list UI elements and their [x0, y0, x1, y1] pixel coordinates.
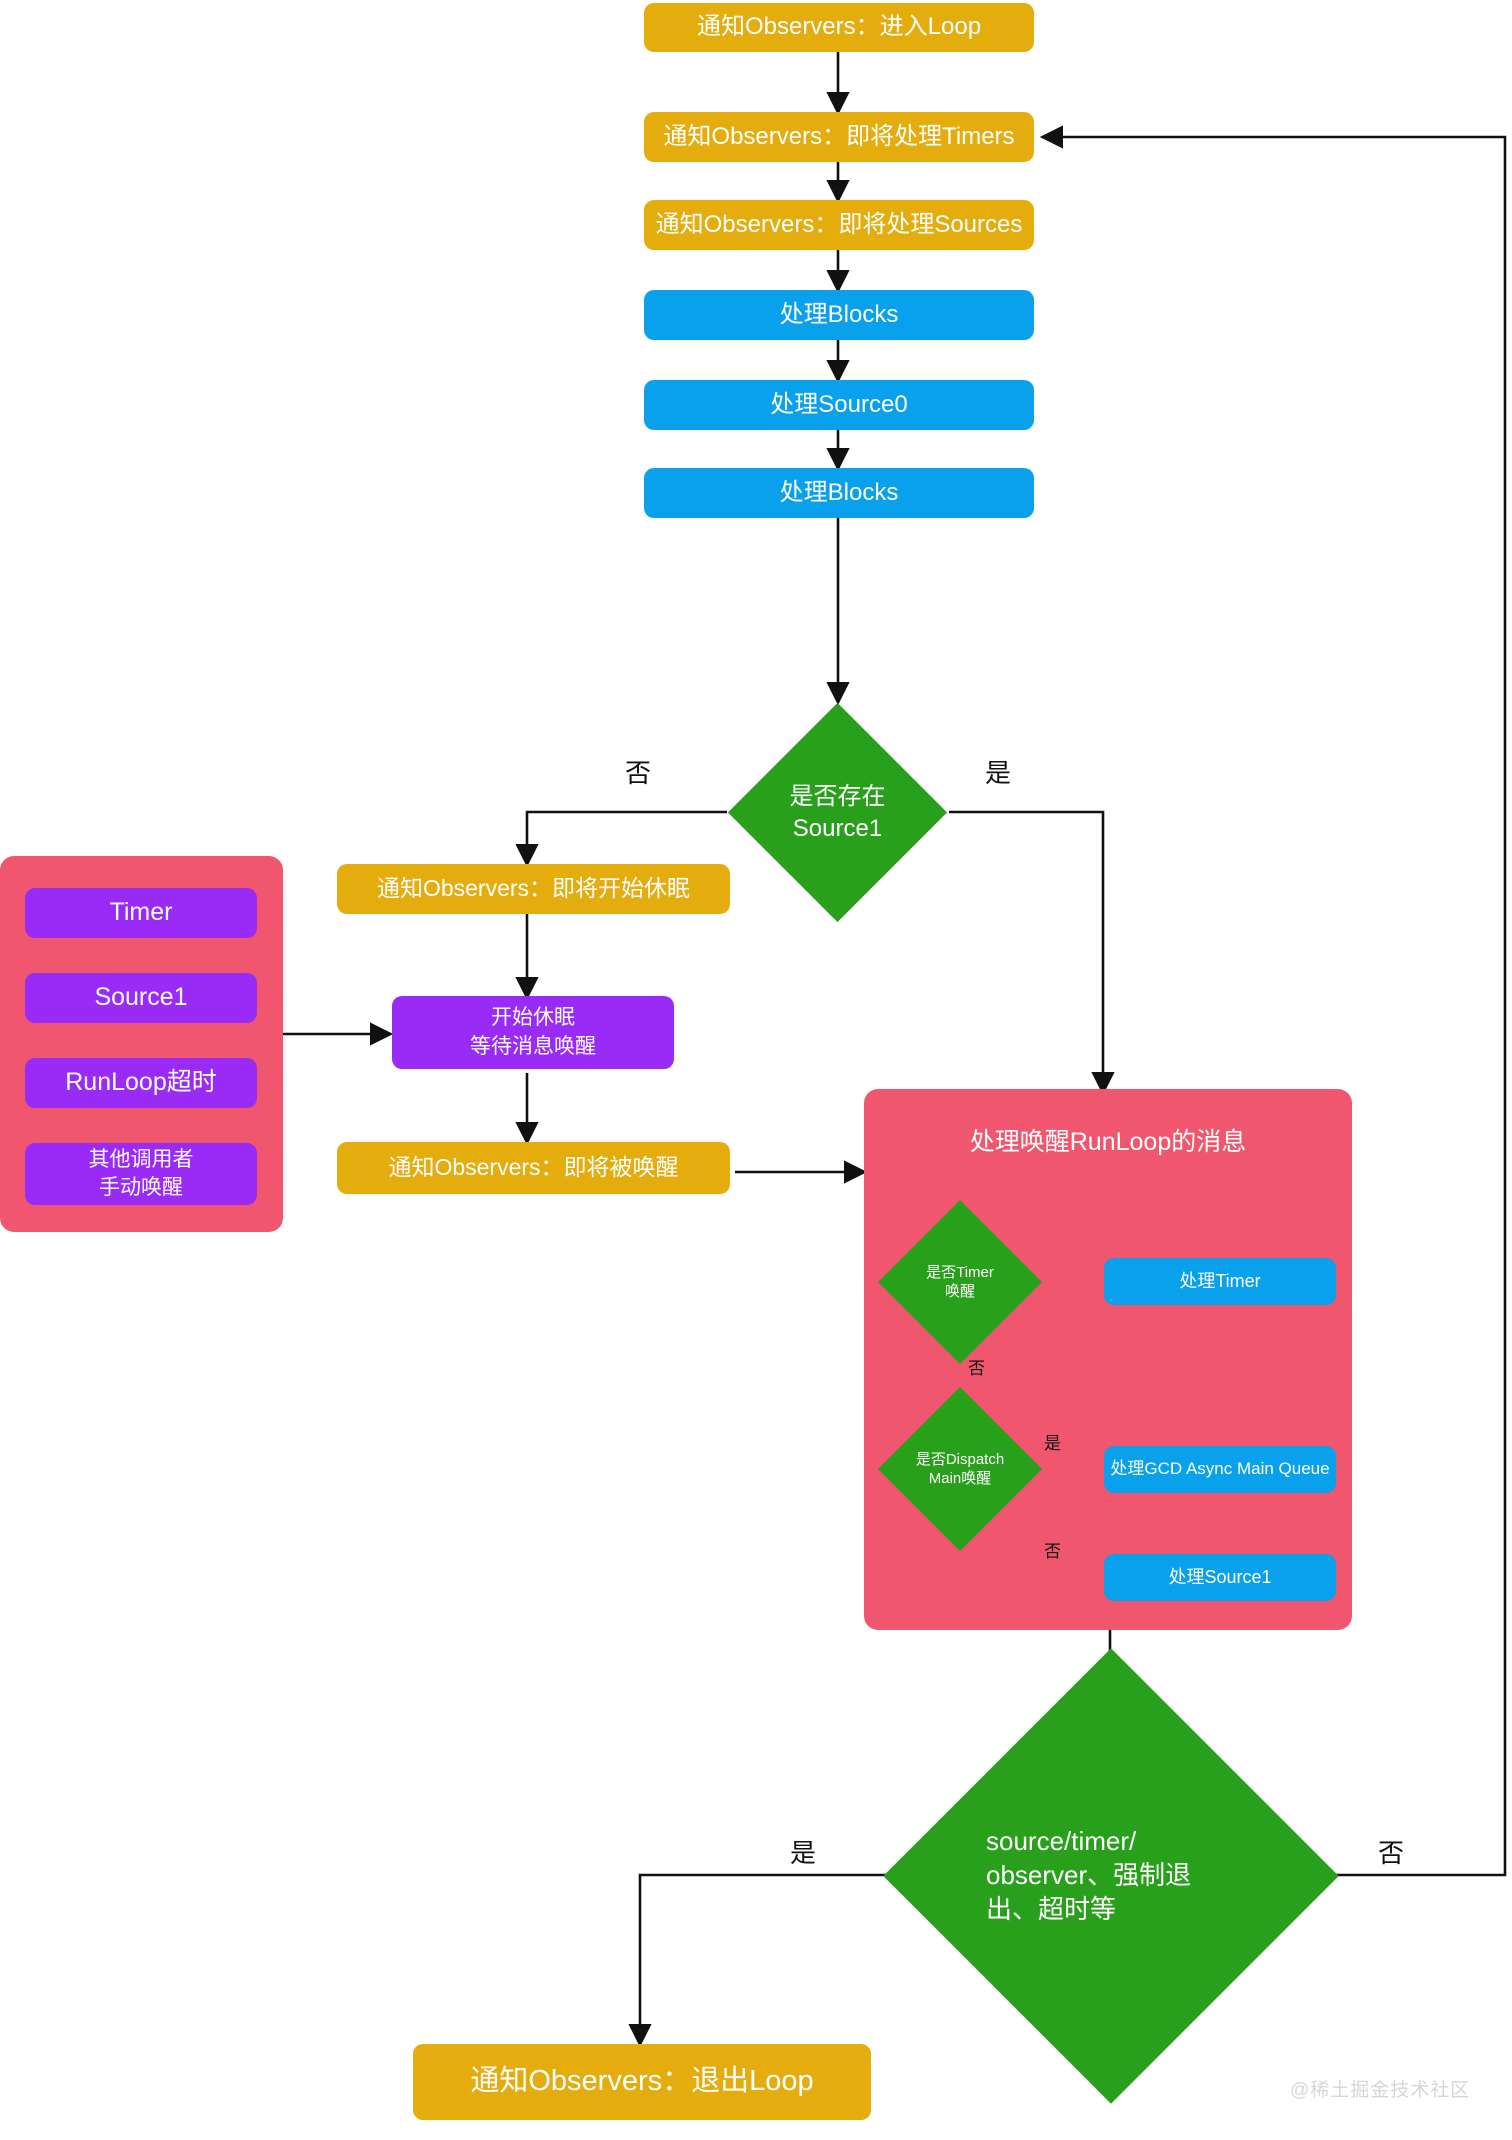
edge-exit-yes [628, 1873, 950, 2048]
edge-source1-no [515, 810, 727, 868]
edge-label-timer-wake-no: 否 [968, 1359, 985, 1378]
node-handle-source1[interactable]: 处理Source1 [1104, 1554, 1336, 1601]
decision-exit-condition[interactable]: source/timer/ observer、强制退 出、超时等 [883, 1648, 1339, 2104]
edge-label-exit-yes: 是 [790, 1838, 817, 1868]
decision-is-dispatch-main-wake-label: 是否Dispatch Main唤醒 [915, 1450, 1005, 1488]
node-notify-will-process-timers[interactable]: 通知Observers：即将处理Timers [644, 112, 1034, 162]
edge-label-exit-no: 否 [1378, 1838, 1405, 1868]
wake-source-item-manual-wake[interactable]: 其他调用者 手动唤醒 [25, 1143, 257, 1205]
node-handle-gcd-async-main-queue[interactable]: 处理GCD Async Main Queue [1104, 1446, 1336, 1493]
wake-source-item-timer[interactable]: Timer [25, 888, 257, 938]
node-handle-blocks-1[interactable]: 处理Blocks [644, 290, 1034, 340]
node-notify-will-process-sources[interactable]: 通知Observers：即将处理Sources [644, 200, 1034, 250]
wake-message-group-title: 处理唤醒RunLoop的消息 [969, 1128, 1247, 1156]
node-handle-blocks-2[interactable]: 处理Blocks [644, 468, 1034, 518]
decision-has-source1[interactable]: 是否存在 Source1 [727, 702, 948, 923]
decision-has-source1-label: 是否存在 Source1 [789, 783, 886, 842]
edge-source1-yes [949, 810, 1115, 1096]
node-enter-loop[interactable]: 通知Observers：进入Loop [644, 3, 1034, 52]
decision-is-dispatch-main-wake[interactable]: 是否Dispatch Main唤醒 [877, 1386, 1043, 1552]
edge-label-dispatch-yes: 是 [1044, 1434, 1061, 1453]
node-handle-source0[interactable]: 处理Source0 [644, 380, 1034, 430]
edge-label-source1-yes: 是 [985, 758, 1012, 788]
node-notify-will-sleep[interactable]: 通知Observers：即将开始休眠 [337, 864, 730, 914]
node-notify-will-wake[interactable]: 通知Observers：即将被唤醒 [337, 1142, 730, 1194]
edge-label-dispatch-no: 否 [1044, 1542, 1061, 1561]
wake-source-item-source1[interactable]: Source1 [25, 973, 257, 1023]
wake-message-group [864, 1089, 1352, 1630]
decision-exit-condition-label: source/timer/ observer、强制退 出、超时等 [986, 1826, 1192, 1924]
wake-source-item-runloop-timeout[interactable]: RunLoop超时 [25, 1058, 257, 1108]
decision-is-timer-wake[interactable]: 是否Timer 唤醒 [877, 1199, 1043, 1365]
watermark: @稀土掘金技术社区 [1290, 2080, 1471, 2101]
decision-is-timer-wake-label: 是否Timer 唤醒 [926, 1263, 994, 1301]
node-handle-timer[interactable]: 处理Timer [1104, 1258, 1336, 1305]
node-sleeping-wait-message[interactable]: 开始休眠 等待消息唤醒 [392, 996, 674, 1069]
node-notify-exit-loop[interactable]: 通知Observers：退出Loop [413, 2044, 871, 2120]
edge-label-source1-no: 否 [625, 758, 652, 788]
